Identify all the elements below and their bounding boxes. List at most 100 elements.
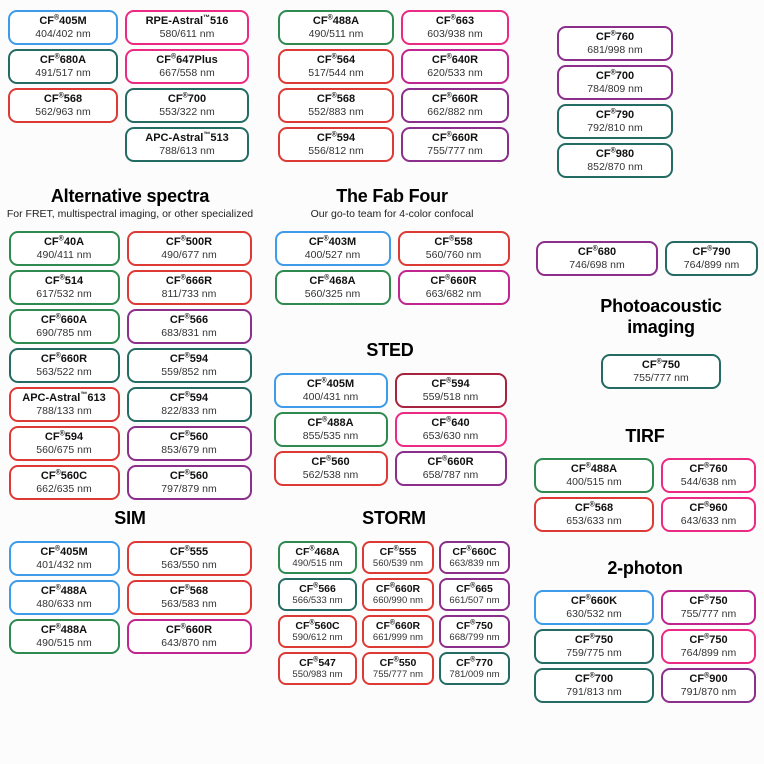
dye-name: CF®405M bbox=[39, 14, 87, 27]
dye-name: CF®468A bbox=[309, 274, 356, 287]
dye-wavelengths: 660/990 nm bbox=[372, 595, 424, 606]
dye-wavelengths: 791/813 nm bbox=[566, 686, 622, 698]
dye-wavelengths: 661/999 nm bbox=[372, 632, 424, 643]
dye-wavelengths: 617/532 nm bbox=[36, 288, 92, 300]
dye-name: CF®550 bbox=[379, 656, 417, 670]
dye-name: CF®660R bbox=[375, 582, 421, 596]
dye-wavelengths: 560/760 nm bbox=[425, 249, 482, 261]
section-subtitle-fab-four: Our go-to team for 4-color confocal bbox=[310, 208, 474, 220]
dye-wavelengths: 490/677 nm bbox=[161, 249, 217, 261]
section-title-photoacoustic: Photoacoustic imaging bbox=[600, 296, 722, 337]
dye-name: CF®790 bbox=[692, 245, 731, 258]
dye-wavelengths: 559/518 nm bbox=[422, 391, 479, 403]
dye-wavelengths: 562/963 nm bbox=[35, 106, 91, 118]
dye-wavelengths: 662/635 nm bbox=[36, 483, 92, 495]
dye-name: RPE-Astral™516 bbox=[145, 14, 229, 27]
dye-name: CF®750 bbox=[689, 633, 728, 646]
dye-name: CF®568 bbox=[574, 501, 614, 514]
dye-name: CF®564 bbox=[316, 53, 356, 66]
dye-wavelengths: 550/983 nm bbox=[292, 669, 343, 680]
dye-name: CF®403M bbox=[308, 235, 357, 248]
dye-name: CF®750 bbox=[641, 358, 681, 371]
dye-name: CF®558 bbox=[434, 235, 473, 248]
dye-name: CF®405M bbox=[306, 377, 355, 390]
dye-wavelengths: 401/432 nm bbox=[36, 559, 92, 571]
dye-wavelengths: 746/698 nm bbox=[569, 259, 625, 271]
dye-wavelengths: 556/812 nm bbox=[308, 145, 364, 157]
dye-wavelengths: 400/527 nm bbox=[304, 249, 361, 261]
dye-wavelengths: 792/810 nm bbox=[587, 122, 643, 134]
dye-name: CF®594 bbox=[44, 430, 84, 443]
dye-name: CF®560C bbox=[295, 619, 340, 633]
dye-name: CF®680 bbox=[577, 245, 617, 258]
dye-wavelengths: 566/533 nm bbox=[292, 595, 343, 606]
dye-name: CF®566 bbox=[169, 313, 209, 326]
dye-name: CF®40A bbox=[43, 235, 85, 248]
dye-wavelengths: 560/539 nm bbox=[372, 558, 424, 569]
dye-name: CF®488A bbox=[40, 623, 88, 636]
dye-wavelengths: 553/322 nm bbox=[159, 106, 215, 118]
dye-name: CF®660K bbox=[570, 594, 618, 607]
dye-name: CF®568 bbox=[316, 92, 356, 105]
dye-wavelengths: 667/558 nm bbox=[159, 67, 215, 79]
dye-wavelengths: 852/870 nm bbox=[587, 161, 643, 173]
dye-wavelengths: 490/515 nm bbox=[292, 558, 343, 569]
dye-wavelengths: 563/550 nm bbox=[161, 559, 217, 571]
dye-wavelengths: 559/852 nm bbox=[161, 366, 217, 378]
section-title-tirf: TIRF bbox=[625, 426, 665, 446]
dye-wavelengths: 811/733 nm bbox=[161, 288, 217, 300]
dye-wavelengths: 755/777 nm bbox=[372, 669, 424, 680]
dye-wavelengths: 781/009 nm bbox=[449, 669, 500, 680]
section-fab-four: The Fab Four Our go-to team for 4-color … bbox=[266, 186, 518, 305]
dye-name: CF®560 bbox=[169, 469, 209, 482]
dye-name: CF®594 bbox=[169, 391, 209, 404]
dye-wavelengths: 653/633 nm bbox=[566, 515, 622, 527]
dye-wavelengths: 759/775 nm bbox=[566, 647, 622, 659]
dye-name: CF®488A bbox=[312, 14, 360, 27]
section-title-sim: SIM bbox=[114, 508, 146, 528]
dye-name: CF®760 bbox=[595, 30, 635, 43]
section-subtitle-alternative-spectra: For FRET, multispectral imaging, or othe… bbox=[6, 208, 254, 220]
dye-name: CF®960 bbox=[689, 501, 728, 514]
